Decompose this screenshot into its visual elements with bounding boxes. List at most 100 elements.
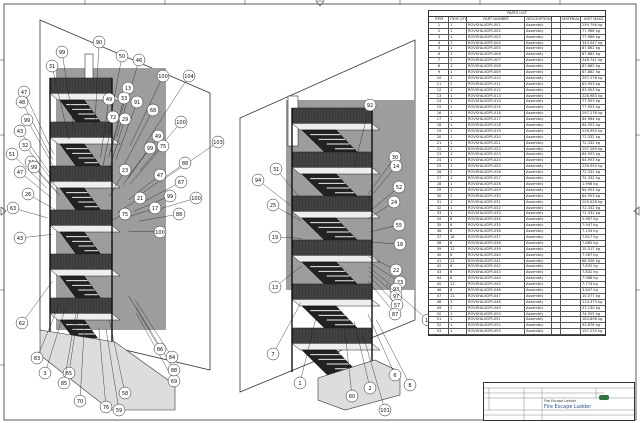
cell: 1 <box>449 22 467 28</box>
balloon-number: 99 <box>167 194 173 200</box>
cell: 30 <box>429 193 449 199</box>
cell: ROVSHA-KOPI-025 <box>467 164 525 170</box>
cell: ROVSHA-KOPI-021 <box>467 140 525 146</box>
balloon-number: 29 <box>122 117 128 123</box>
cell <box>561 187 581 193</box>
cell: 87.862 kg <box>582 70 601 75</box>
cell: ROVSHA-KOPI-019 <box>467 128 525 134</box>
callout-balloon: 31 <box>269 162 303 202</box>
balloon-number: 22 <box>393 268 399 274</box>
cell <box>552 70 561 75</box>
balloon-number: 49 <box>106 97 112 103</box>
cell: Assembly <box>525 176 552 181</box>
balloon-number: 87 <box>392 312 398 318</box>
cell: 7.885 kg <box>582 240 598 245</box>
balloon-number: 86 <box>157 347 163 353</box>
cell <box>561 99 581 105</box>
cell: 7.832 kg <box>582 264 598 269</box>
cell: 9 <box>429 70 449 75</box>
cell <box>552 93 561 99</box>
cell <box>561 305 581 311</box>
cell: 1 <box>449 87 467 93</box>
cell: 1 <box>449 329 467 335</box>
cell <box>561 299 581 305</box>
cell: ROVSHA-KOPI-035 <box>467 223 525 229</box>
cell <box>552 128 561 134</box>
cell: ROVSHA-KOPI-010 <box>467 75 525 81</box>
cell: ROVSHA-KOPI-020 <box>467 134 525 140</box>
cell: ROVSHA-KOPI-015 <box>467 105 525 111</box>
cell: 45 <box>429 282 449 287</box>
cell <box>561 64 581 70</box>
cell: 6 <box>449 217 467 223</box>
balloon-number: 26 <box>25 192 31 198</box>
cell: Assembly <box>525 22 552 28</box>
cell: ROVSHA-KOPI-031 <box>467 199 525 205</box>
balloon-number: 85 <box>61 381 67 387</box>
balloon-number: 14 <box>393 164 399 170</box>
cell: ROVSHA-KOPI-042 <box>467 264 525 270</box>
cell <box>561 199 581 205</box>
cell <box>561 52 581 58</box>
cell: 77.966 kg <box>582 34 601 39</box>
callout-balloon: 76 <box>98 327 113 414</box>
cell: 228.983 kg <box>582 93 603 98</box>
cell: 77.953 kg <box>582 105 601 110</box>
cell <box>561 158 581 164</box>
cell <box>552 58 561 64</box>
title-block: Fire Escape Ladder Fire Escape Ladder <box>483 382 635 421</box>
cell: Assembly <box>525 123 552 128</box>
callout-balloon: 59 <box>105 328 126 417</box>
balloon-number: 104 <box>184 74 194 80</box>
cell <box>552 299 561 305</box>
cell: MATERIAL <box>562 17 581 22</box>
cell: Assembly <box>525 134 552 140</box>
guardrail-panel <box>49 77 113 94</box>
cell: 1 <box>449 34 467 40</box>
cell <box>561 293 581 299</box>
cell: 22 <box>429 146 449 152</box>
cell <box>552 22 561 28</box>
cell: Assembly <box>525 282 552 287</box>
guardrail-panel <box>49 209 113 226</box>
balloon-number: 23 <box>397 280 403 286</box>
cell: ROVSHA-KOPI-038 <box>467 240 525 246</box>
cell: 23 <box>429 152 449 158</box>
cell <box>561 329 581 335</box>
balloon-number: 90 <box>96 40 102 46</box>
cell: ROVSHA-KOPI-049 <box>467 305 525 311</box>
cell: ROVSHA-KOPI-009 <box>467 70 525 75</box>
cell: 1 <box>449 99 467 105</box>
cell <box>561 117 581 123</box>
cell: Assembly <box>525 170 552 176</box>
cell: 1 <box>449 134 467 140</box>
cell: ITEM QTY <box>450 17 467 22</box>
sheet-border <box>3 3 637 421</box>
callout-balloon: 90 <box>92 35 106 127</box>
cell: 63.953 kg <box>582 81 601 86</box>
cell: 41 <box>429 258 449 264</box>
cell: ROVSHA-KOPI-002 <box>467 28 525 34</box>
cell: 52 <box>429 323 449 329</box>
callout-balloon: 75 <box>109 207 132 222</box>
cell: ROVSHA-KOPI-014 <box>467 99 525 105</box>
callout-balloon: 72 <box>102 110 120 168</box>
balloon-number: 99 <box>59 50 65 56</box>
balloon-number: 31 <box>273 167 279 173</box>
cell: ROVSHA-KOPI-037 <box>467 234 525 240</box>
cell: 72.332 kg <box>582 176 601 181</box>
cell <box>561 75 581 81</box>
callout-balloon: 99 <box>122 141 157 186</box>
balloon-number: 59 <box>116 408 122 414</box>
cell: 38 <box>429 240 449 246</box>
cell: Assembly <box>525 58 552 64</box>
callout-balloon: 8 <box>376 319 417 392</box>
callout-balloon: 47 <box>128 168 167 200</box>
cell: Assembly <box>525 258 552 264</box>
